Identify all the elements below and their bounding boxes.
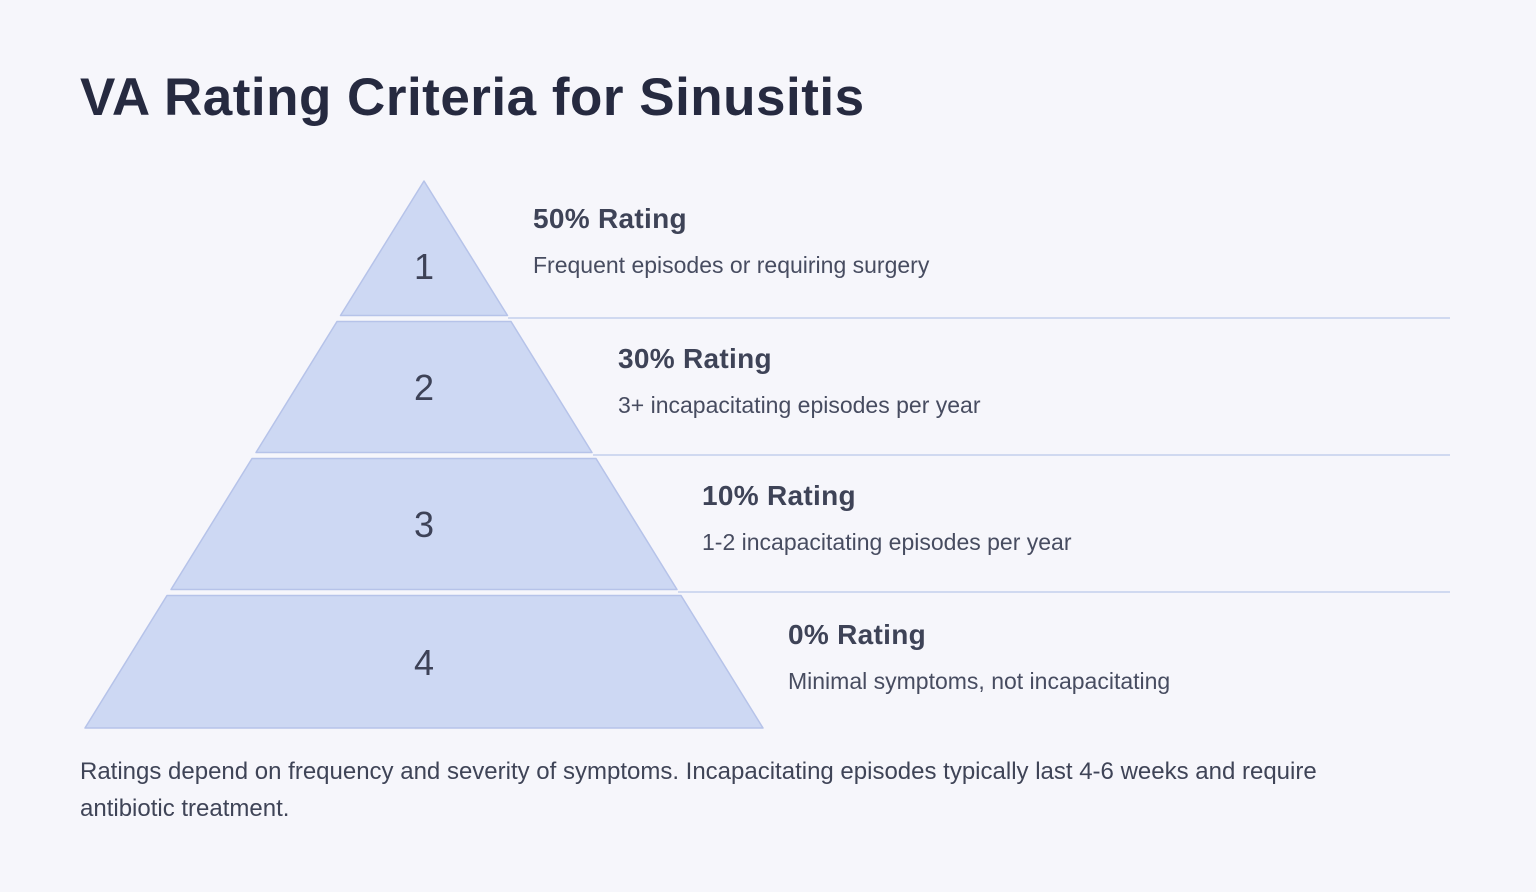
footer-note-line-2: antibiotic treatment. <box>80 795 290 822</box>
tier-3-label-block: 10% Rating 1-2 incapacitating episodes p… <box>702 479 1072 557</box>
tier-4-label-block: 0% Rating Minimal symptoms, not incapaci… <box>788 618 1170 696</box>
tier-1-rating-heading: 50% Rating <box>533 203 687 234</box>
pyramid-tier-1-shape <box>339 180 509 317</box>
page-title: VA Rating Criteria for Sinusitis <box>80 68 865 127</box>
pyramid-tier-3-number: 3 <box>414 504 434 545</box>
tier-1-label-block: 50% Rating Frequent episodes or requirin… <box>533 202 929 280</box>
pyramid-tier-2-shape <box>255 320 593 454</box>
tier-2-label-block: 30% Rating 3+ incapacitating episodes pe… <box>618 342 981 420</box>
pyramid-tier-4-shape <box>84 594 764 729</box>
footer-note-line-1: Ratings depend on frequency and severity… <box>80 758 1317 785</box>
tier-2-description: 3+ incapacitating episodes per year <box>618 392 981 418</box>
pyramid-tier-1-number: 1 <box>414 246 434 287</box>
tier-2-rating-heading: 30% Rating <box>618 343 772 374</box>
tier-3-rating-heading: 10% Rating <box>702 480 856 511</box>
pyramid-tier-3-shape <box>170 457 678 591</box>
footer-note: Ratings depend on frequency and severity… <box>80 753 1317 827</box>
pyramid-tier-4-number: 4 <box>414 642 434 683</box>
pyramid-tier-2-number: 2 <box>414 367 434 408</box>
tier-4-rating-heading: 0% Rating <box>788 619 927 650</box>
tier-1-description: Frequent episodes or requiring surgery <box>533 252 930 278</box>
tier-4-description: Minimal symptoms, not incapacitating <box>788 668 1171 694</box>
tier-3-description: 1-2 incapacitating episodes per year <box>702 529 1072 555</box>
